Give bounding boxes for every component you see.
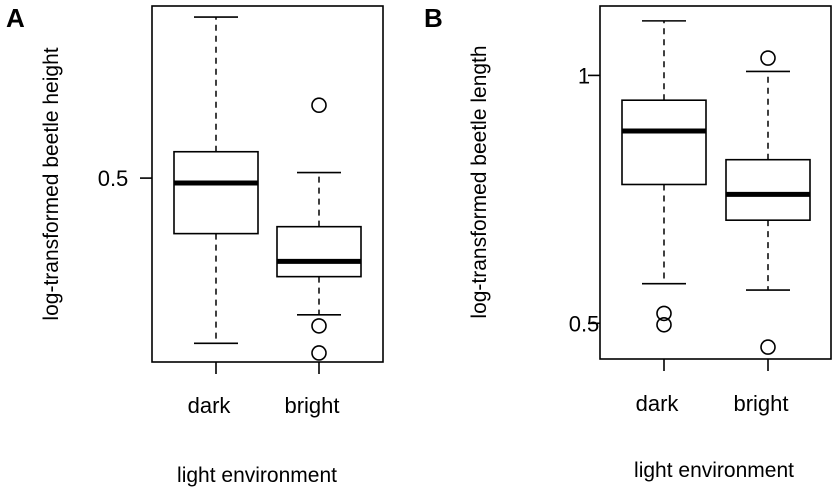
x-axis-label: light environment bbox=[634, 459, 794, 482]
box-iqr bbox=[173, 150, 259, 235]
outlier-point bbox=[656, 316, 672, 333]
x-category-label: dark bbox=[636, 391, 680, 416]
outlier-point bbox=[656, 305, 672, 322]
outlier-point bbox=[311, 345, 327, 361]
panel-b: B 0.5 1 dark bright log-transformed beetle le… bbox=[424, 3, 832, 482]
x-axis-label: light environment bbox=[177, 464, 337, 487]
y-axis-label: log-transformed beetle height bbox=[40, 47, 63, 320]
x-category-label: dark bbox=[188, 393, 232, 418]
outlier-point bbox=[760, 50, 776, 66]
box-iqr bbox=[621, 99, 707, 186]
box-iqr bbox=[276, 225, 362, 278]
x-category-label: bright bbox=[733, 391, 788, 416]
x-category-label: bright bbox=[284, 393, 339, 418]
plot-frame bbox=[599, 5, 832, 360]
y-tick-label: 0.5 bbox=[98, 166, 129, 191]
y-tick-label: 0.5 bbox=[569, 311, 600, 336]
box-iqr bbox=[725, 158, 811, 221]
y-axis-label: log-transformed beetle length bbox=[468, 45, 491, 318]
y-tick-label: 1 bbox=[578, 63, 590, 88]
outlier-point bbox=[311, 318, 327, 334]
plot-frame bbox=[151, 5, 384, 363]
panel-letter: B bbox=[424, 3, 443, 33]
panel-letter: A bbox=[6, 3, 25, 33]
panel-a: A 0.5 dark bright log-transformed beetle hei… bbox=[6, 3, 384, 487]
outlier-point bbox=[311, 97, 327, 114]
outlier-point bbox=[760, 339, 776, 355]
